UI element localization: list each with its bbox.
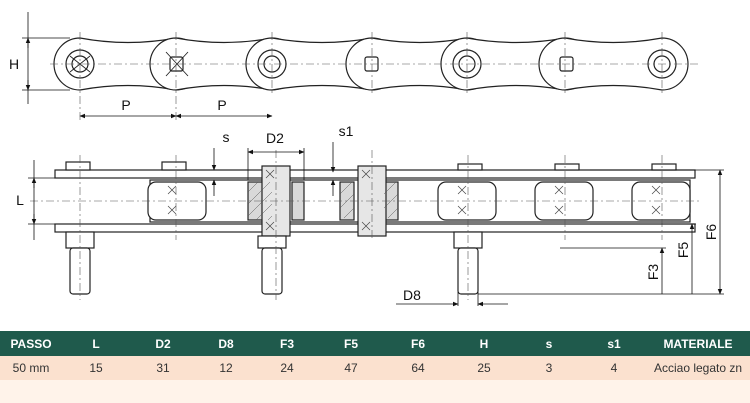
table-cell: 15	[89, 361, 103, 375]
attachment-pin	[261, 247, 283, 295]
table-cell: 31	[156, 361, 170, 375]
column-header: D2	[155, 336, 171, 351]
table-cell: Acciao legato zn	[653, 361, 743, 375]
label-f6: F6	[703, 224, 719, 241]
label-s: s	[223, 129, 230, 145]
dimension-l	[28, 160, 55, 240]
column-header: F3	[279, 336, 294, 351]
table-cell: 64	[411, 361, 425, 375]
attachment-pin	[257, 235, 287, 249]
table-row: 50 mm 15 31 12 24 47 64 25 3 4 Acciao legato zn	[0, 356, 750, 380]
chain-side-view	[54, 161, 696, 295]
table-cell: 50 mm	[12, 361, 50, 375]
column-header: s1	[607, 336, 621, 351]
dimension-f-lines	[478, 169, 724, 295]
table-cell: 3	[545, 361, 553, 375]
column-header: L	[92, 336, 100, 351]
label-d8: D8	[403, 287, 421, 303]
nut	[161, 161, 187, 171]
nut	[554, 163, 580, 171]
label-l: L	[16, 192, 24, 208]
nut	[651, 163, 677, 171]
table-cell: 47	[344, 361, 358, 375]
roller-cross-marks	[167, 169, 661, 231]
table-cell: 24	[280, 361, 294, 375]
table-cell: 12	[219, 361, 233, 375]
dimension-h	[22, 12, 70, 104]
column-header: D8	[218, 336, 234, 351]
table-cell: 25	[477, 361, 491, 375]
column-header: s	[545, 336, 553, 351]
label-f3: F3	[645, 264, 661, 281]
label-p-first: P	[121, 97, 130, 113]
column-header: MATERIALE	[663, 336, 733, 351]
nut	[65, 161, 91, 171]
column-header: F5	[343, 336, 358, 351]
centerlines-side	[30, 150, 700, 300]
label-h: H	[9, 56, 19, 72]
table-cell: 4	[610, 361, 618, 375]
dimension-d2	[247, 148, 305, 180]
column-header: H	[479, 336, 489, 351]
label-d2: D2	[266, 130, 284, 146]
column-header: PASSO	[10, 336, 52, 351]
centerlines-top	[50, 32, 700, 120]
column-header: F6	[410, 336, 425, 351]
label-p-second: P	[217, 97, 226, 113]
chain-technical-drawing: H P P	[9, 12, 724, 307]
cotter-pin	[165, 51, 189, 77]
label-s1: s1	[339, 123, 354, 139]
label-f5: F5	[675, 242, 691, 259]
table-blank-row	[0, 380, 750, 403]
nut	[457, 163, 483, 171]
